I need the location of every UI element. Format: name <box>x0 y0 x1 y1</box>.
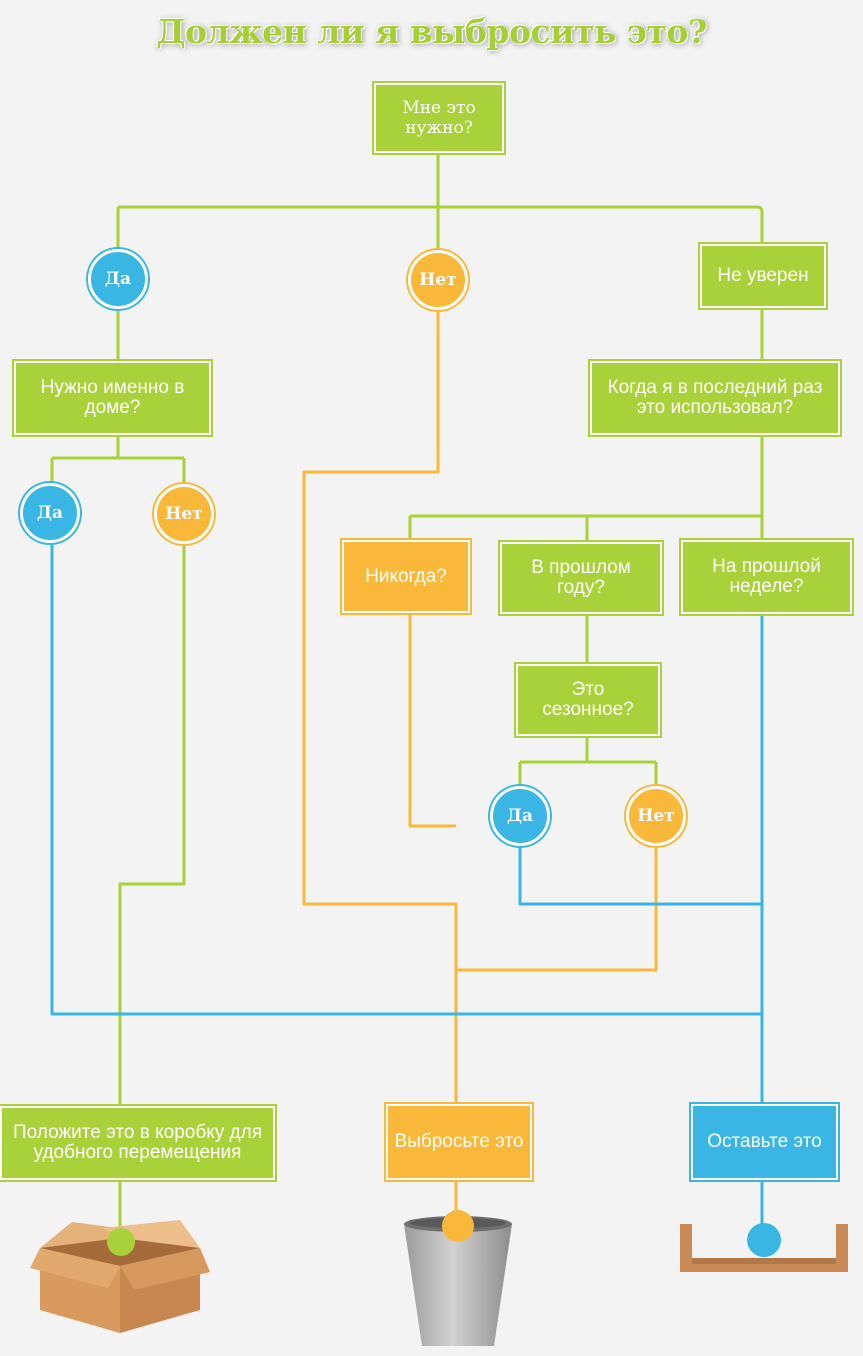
node-not-sure: Не уверен <box>700 244 826 308</box>
node-last-used: Когда я в последний раз это использовал? <box>590 361 840 435</box>
node-no-home: Нет <box>154 484 214 544</box>
cardboard-box-icon <box>30 1220 210 1333</box>
node-keep-it: Оставьте это <box>691 1104 838 1180</box>
node-no-need: Нет <box>408 250 468 310</box>
node-last-week: На прошлой неделе? <box>681 540 852 614</box>
node-yes-seasonal: Да <box>490 786 550 846</box>
node-throw-it: Выбросьте это <box>386 1104 532 1180</box>
orange-connectors <box>302 310 658 1222</box>
chart-title: Должен ли я выбросить это? <box>156 12 707 51</box>
node-never: Никогда? <box>342 540 470 613</box>
node-need-it: Мне это нужно? <box>374 83 504 153</box>
trash-bin-icon <box>404 1210 512 1346</box>
node-no-seasonal: Нет <box>626 786 686 846</box>
node-yes-need: Да <box>88 249 148 309</box>
green-connectors <box>50 152 764 1232</box>
node-last-year: В прошлом году? <box>500 542 662 614</box>
shelf-icon <box>680 1223 848 1272</box>
blue-connectors <box>50 544 764 1234</box>
node-yes-home: Да <box>20 483 80 543</box>
node-box-it: Положите это в коробку для удобного пере… <box>0 1106 275 1180</box>
node-seasonal: Это сезонное? <box>516 664 660 736</box>
node-need-at-home: Нужно именно в доме? <box>14 361 211 435</box>
